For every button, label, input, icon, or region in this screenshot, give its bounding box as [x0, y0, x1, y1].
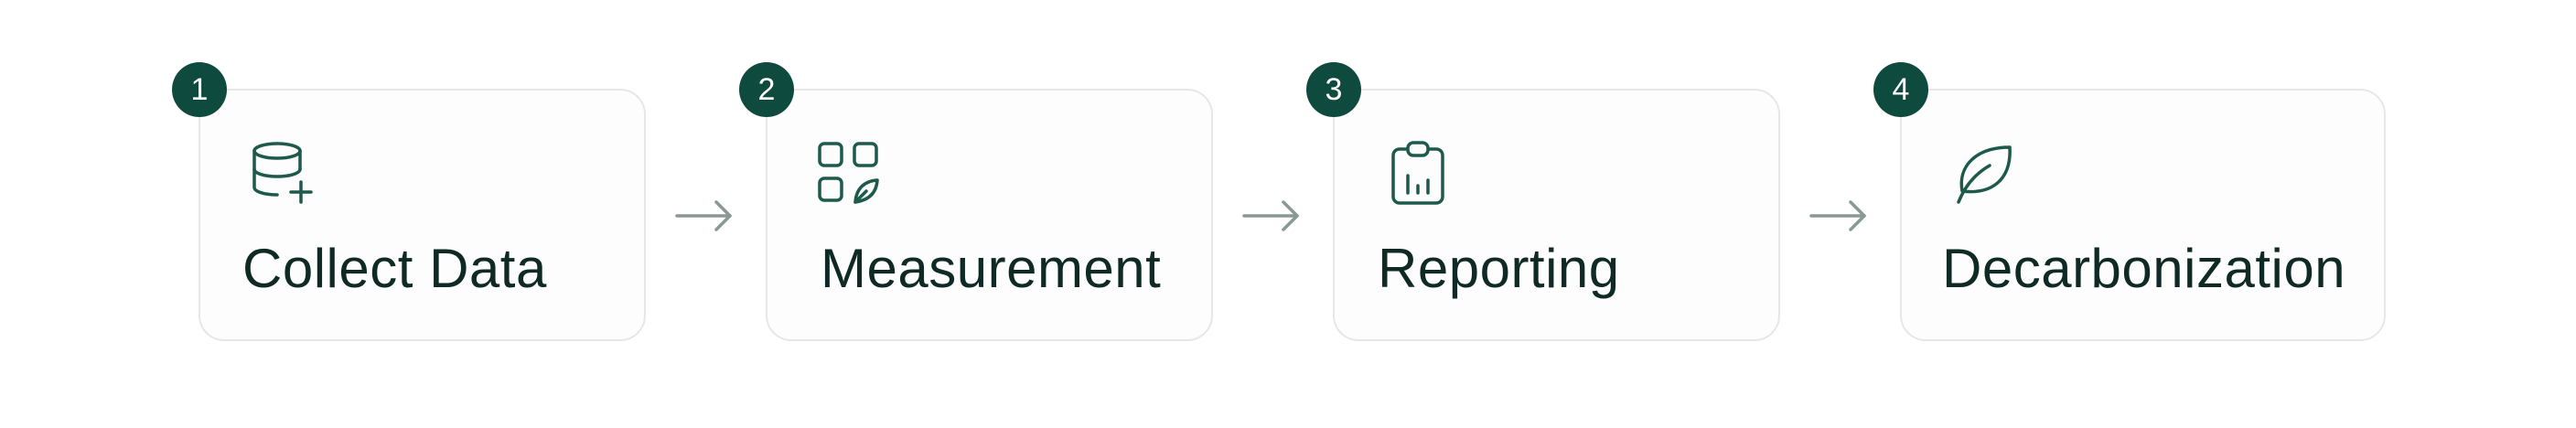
step-number-badge: 4 — [1873, 62, 1928, 117]
arrow-right-icon — [1242, 200, 1299, 231]
step-number-badge: 3 — [1306, 62, 1361, 117]
step-number-badge: 2 — [739, 62, 794, 117]
step-card-collect-data: 1 Collect Data — [172, 62, 646, 341]
arrow-right-icon — [675, 200, 732, 231]
step-card-decarbonization: 4 Decarbonization — [1873, 62, 2386, 341]
widgets-leaf-icon — [818, 142, 879, 204]
arrow-right-icon — [1809, 200, 1866, 231]
step-title: Reporting — [1378, 238, 1620, 299]
step-card-measurement: 2 Measurement — [739, 62, 1213, 341]
step-card-reporting: 3 Reporting — [1306, 62, 1780, 341]
step-title: Collect Data — [242, 238, 547, 299]
clipboard-chart-icon — [1391, 141, 1444, 205]
step-number-badge: 1 — [172, 62, 227, 117]
step-title: Decarbonization — [1942, 238, 2346, 299]
leaf-icon — [1957, 145, 2012, 204]
step-title: Measurement — [821, 238, 1162, 299]
database-add-icon — [252, 142, 313, 204]
